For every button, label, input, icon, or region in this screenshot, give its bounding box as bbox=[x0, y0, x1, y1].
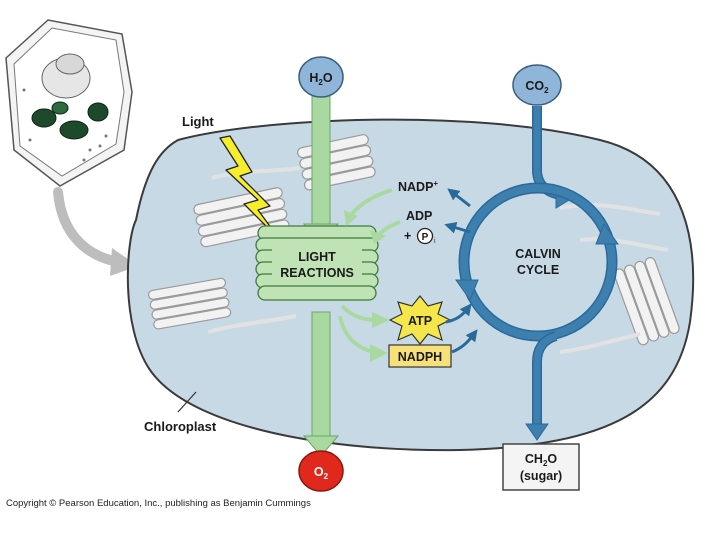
svg-text:H2O: H2O bbox=[309, 71, 332, 87]
sugar-label: CH bbox=[525, 452, 543, 466]
plant-cell-icon bbox=[5, 19, 133, 187]
lightning-bolt-icon bbox=[219, 135, 281, 241]
sugar-output: CH2O (sugar) bbox=[502, 331, 580, 491]
light-label: Light bbox=[182, 114, 214, 129]
chloroplast-label: Chloroplast bbox=[144, 419, 217, 434]
atp-label: ATP bbox=[408, 314, 432, 328]
nadph-box: NADPH bbox=[338, 315, 478, 368]
calvin-label-2: CYCLE bbox=[517, 263, 559, 277]
svg-text:+: + bbox=[404, 229, 411, 243]
calvin-label-1: CALVIN bbox=[515, 247, 561, 261]
light-reactions-label-2: REACTIONS bbox=[280, 266, 354, 280]
nadp-plus: NADP+ bbox=[344, 179, 471, 226]
zoom-arrow bbox=[53, 187, 138, 276]
svg-text:O2: O2 bbox=[314, 465, 329, 481]
adp-pi: ADP + P i bbox=[370, 209, 471, 245]
phosphate-label: P bbox=[422, 232, 429, 243]
oxygen-molecule: O2 bbox=[298, 311, 344, 492]
oxygen-label: O bbox=[314, 465, 324, 479]
nadph-label: NADPH bbox=[398, 350, 442, 364]
svg-text:i: i bbox=[434, 238, 436, 245]
atp-burst: ATP bbox=[340, 295, 472, 345]
svg-text:CO2: CO2 bbox=[525, 79, 549, 95]
sugar-label-2: (sugar) bbox=[520, 469, 562, 483]
calvin-cycle: CALVIN CYCLE bbox=[455, 182, 619, 342]
co2-label: CO bbox=[525, 79, 544, 93]
light-reactions-stack: LIGHT REACTIONS bbox=[255, 225, 379, 301]
svg-text:CH2O: CH2O bbox=[525, 452, 558, 468]
light-reactions-label-1: LIGHT bbox=[298, 250, 336, 264]
svg-text:NADP+: NADP+ bbox=[398, 179, 438, 194]
copyright-footer: Copyright © Pearson Education, Inc., pub… bbox=[6, 498, 311, 509]
water-label: H bbox=[309, 71, 318, 85]
adp-label: ADP bbox=[406, 209, 432, 223]
chloroplast-leader bbox=[177, 391, 197, 413]
